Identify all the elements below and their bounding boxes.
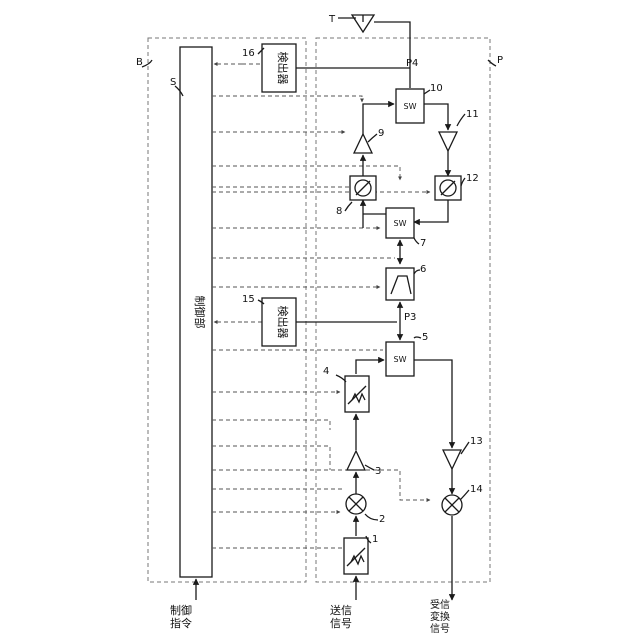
svg-text:7: 7: [420, 238, 426, 249]
detector-15-label: 検出器: [276, 306, 290, 339]
filter-6: [386, 268, 414, 300]
svg-text:P: P: [497, 55, 503, 66]
receive-converted-signal-label: 受信 変換 信号: [430, 600, 470, 636]
control-command-label: 制御 指令: [170, 604, 210, 630]
switch-5-label: SW: [394, 355, 407, 364]
variable-attenuator-4: [345, 376, 369, 412]
variable-attenuator-1: [344, 538, 368, 574]
svg-text:13: 13: [470, 436, 483, 447]
svg-text:6: 6: [420, 264, 426, 275]
svg-text:4: 4: [323, 366, 329, 377]
amplifier-9: [354, 134, 372, 153]
svg-text:14: 14: [470, 484, 483, 495]
svg-text:10: 10: [430, 83, 443, 94]
control-unit-label: 制御部: [193, 296, 207, 329]
svg-text:T: T: [328, 14, 336, 25]
svg-text:15: 15: [242, 294, 255, 305]
svg-text:9: 9: [378, 128, 384, 139]
svg-text:2: 2: [379, 514, 385, 525]
amplifier-11: [439, 132, 457, 151]
svg-text:3: 3: [375, 466, 381, 477]
detector-16-label: 検出器: [276, 52, 290, 85]
antenna-feed: [374, 22, 410, 88]
svg-text:P4: P4: [406, 58, 418, 69]
svg-text:16: 16: [242, 48, 255, 59]
svg-text:11: 11: [466, 109, 479, 120]
svg-text:12: 12: [466, 173, 479, 184]
svg-text:P3: P3: [404, 312, 416, 323]
switch-10-label: SW: [404, 102, 417, 111]
transmit-signal-label: 送信 信号: [330, 604, 370, 630]
svg-text:8: 8: [336, 206, 342, 217]
amplifier-13: [443, 450, 461, 469]
control-lines: [212, 64, 430, 548]
svg-text:5: 5: [422, 332, 428, 343]
amplifier-3: [347, 451, 365, 470]
switch-7-label: SW: [394, 219, 407, 228]
svg-text:1: 1: [372, 534, 378, 545]
